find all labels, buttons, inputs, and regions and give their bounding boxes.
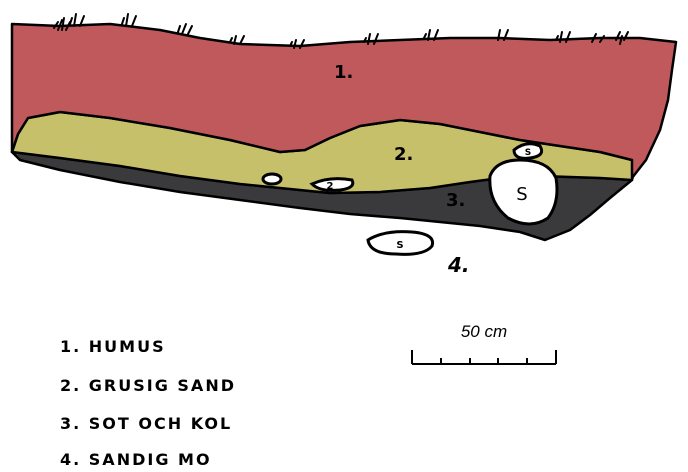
- grass-tuft-icon: [122, 14, 136, 26]
- legend: 1. HUMUS 2. GRUSIG SAND 3. SOT OCH KOL 4…: [60, 337, 236, 469]
- layer-label-2: 2.: [394, 144, 413, 165]
- scale-ruler: [412, 350, 556, 364]
- legend-item-1: 1. HUMUS: [60, 337, 166, 356]
- layer-label-4: 4.: [447, 253, 470, 277]
- grass-tuft-icon: [178, 24, 192, 34]
- stone-label-bottom: S: [396, 240, 403, 251]
- stone-label-small: S: [525, 148, 531, 158]
- stone-icon: [263, 174, 281, 184]
- legend-item-3: 3. SOT OCH KOL: [60, 414, 232, 433]
- layer-label-3: 3.: [446, 190, 465, 211]
- legend-item-4: 4. SANDIG MO: [60, 450, 212, 469]
- layer-label-1: 1.: [334, 62, 353, 83]
- stone-label-mid: 2: [327, 181, 334, 192]
- legend-item-2: 2. GRUSIG SAND: [60, 376, 236, 395]
- scale-label: 50 cm: [461, 322, 507, 341]
- scale-bar: 50 cm: [412, 322, 556, 364]
- stone-label-large: S: [516, 184, 527, 205]
